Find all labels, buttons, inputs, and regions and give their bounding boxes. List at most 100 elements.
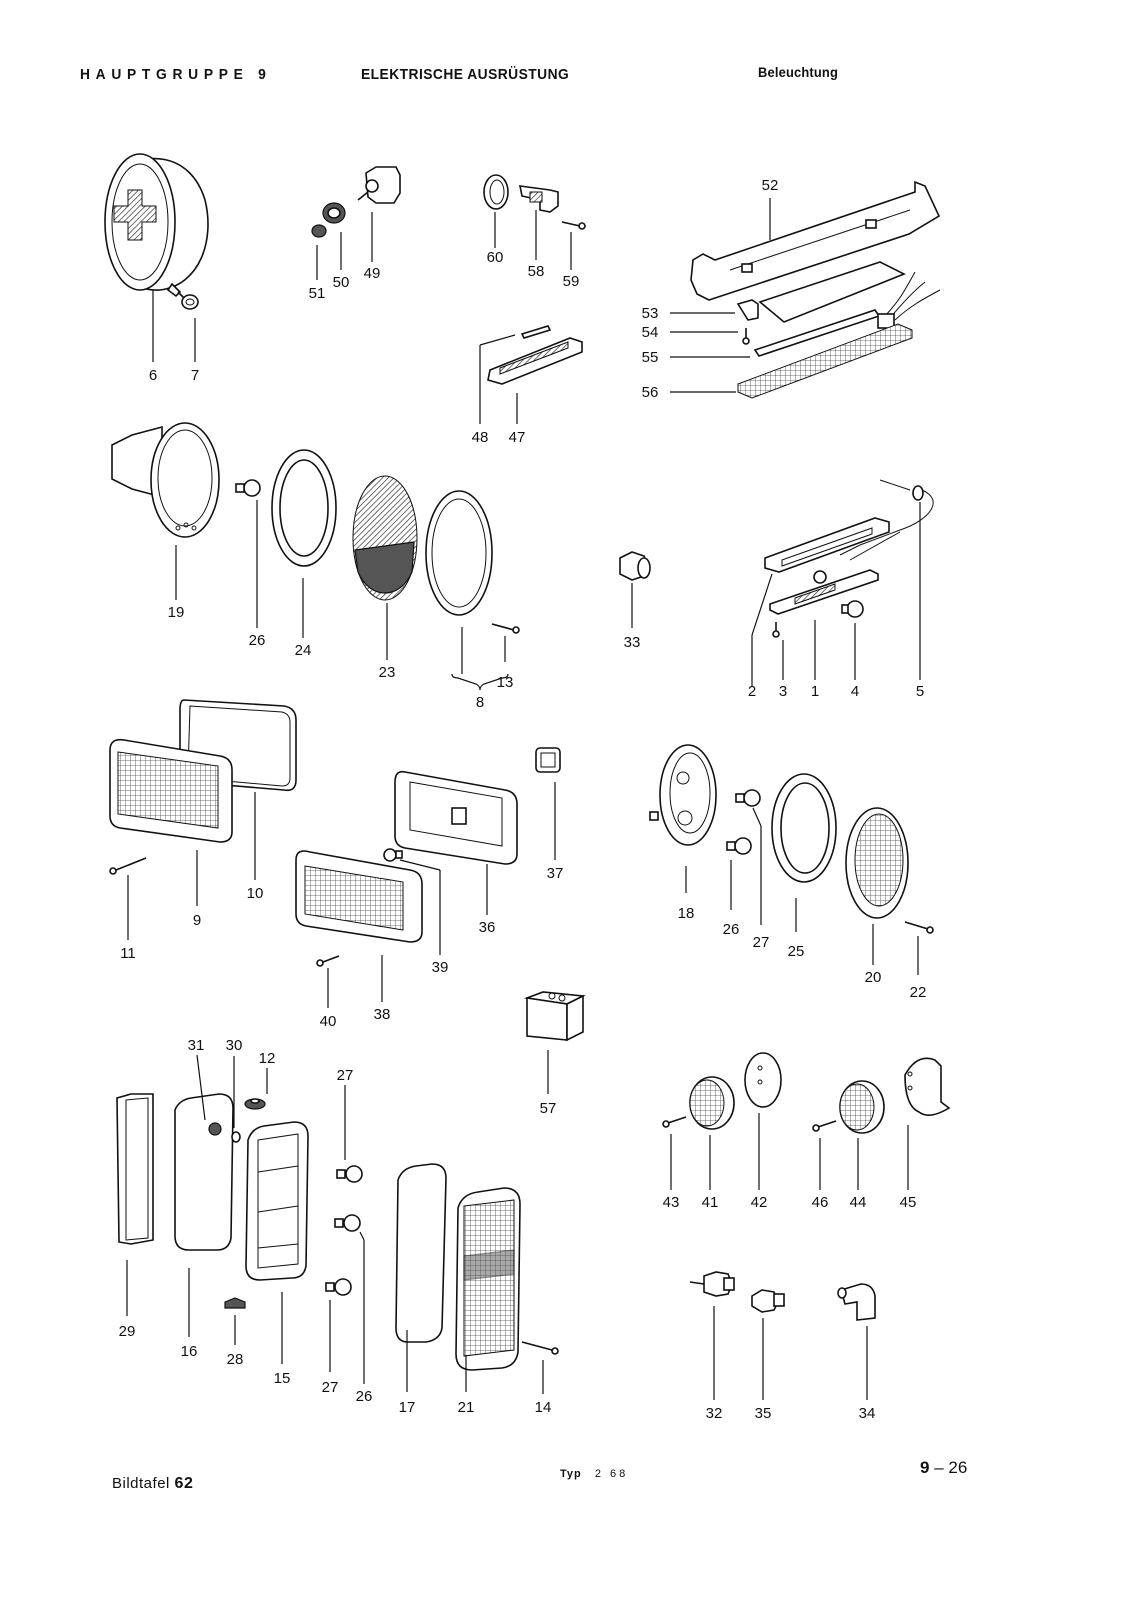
part-18-housing bbox=[649, 744, 717, 846]
label-24: 24 bbox=[295, 642, 312, 659]
label-40: 40 bbox=[320, 1013, 337, 1030]
label-25: 25 bbox=[788, 943, 805, 960]
part-19-housing bbox=[111, 422, 220, 538]
type-label-text: Typ bbox=[560, 1468, 582, 1480]
part-20-lens bbox=[845, 807, 909, 919]
part-40-screw bbox=[316, 955, 340, 967]
part-26-bulb bbox=[235, 479, 261, 497]
label-27-a: 27 bbox=[753, 934, 770, 951]
part-42-base bbox=[744, 1052, 782, 1108]
label-20: 20 bbox=[865, 969, 882, 986]
label-34: 34 bbox=[859, 1405, 876, 1422]
label-36: 36 bbox=[479, 919, 496, 936]
part-44-reflector bbox=[839, 1080, 885, 1134]
label-6: 6 bbox=[149, 367, 157, 384]
label-37: 37 bbox=[547, 865, 564, 882]
label-31: 31 bbox=[188, 1037, 205, 1054]
type-label: Typ 2 68 bbox=[560, 1468, 628, 1480]
part-11-screw bbox=[109, 857, 147, 875]
label-57: 57 bbox=[540, 1100, 557, 1117]
label-45: 45 bbox=[900, 1194, 917, 1211]
part-17-gasket bbox=[395, 1163, 447, 1343]
part-49-switch bbox=[357, 166, 401, 204]
part-53-bracket bbox=[736, 299, 759, 321]
label-43: 43 bbox=[663, 1194, 680, 1211]
part-8-ring bbox=[425, 490, 493, 616]
part-32-sender bbox=[689, 1271, 735, 1297]
part-35-oil-pressure-switch bbox=[751, 1289, 785, 1313]
page-number: 9 – 26 bbox=[920, 1458, 967, 1478]
label-46: 46 bbox=[812, 1194, 829, 1211]
part-30-washer bbox=[231, 1131, 241, 1143]
part-22-screw bbox=[904, 921, 934, 934]
part-15-housing bbox=[245, 1121, 309, 1281]
label-3: 3 bbox=[779, 683, 787, 700]
part-6-headlamp bbox=[104, 153, 209, 299]
label-58: 58 bbox=[528, 263, 545, 280]
plate-label-text: Bildtafel bbox=[112, 1475, 170, 1492]
label-1: 1 bbox=[811, 683, 819, 700]
label-12: 12 bbox=[259, 1050, 276, 1067]
label-38: 38 bbox=[374, 1006, 391, 1023]
label-19: 19 bbox=[168, 604, 185, 621]
label-52: 52 bbox=[762, 177, 779, 194]
part-27-bulb-c bbox=[325, 1278, 352, 1296]
label-9: 9 bbox=[193, 912, 201, 929]
label-23: 23 bbox=[379, 664, 396, 681]
part-46-screw bbox=[812, 1120, 837, 1132]
part-3-screw bbox=[772, 622, 780, 638]
label-48: 48 bbox=[472, 429, 489, 446]
label-13: 13 bbox=[497, 674, 514, 691]
label-26-b: 26 bbox=[723, 921, 740, 938]
label-56: 56 bbox=[642, 384, 659, 401]
label-51: 51 bbox=[309, 285, 326, 302]
label-41: 41 bbox=[702, 1194, 719, 1211]
part-12-grommet bbox=[244, 1098, 266, 1110]
label-54: 54 bbox=[642, 324, 659, 341]
label-16: 16 bbox=[181, 1343, 198, 1360]
part-52-housing bbox=[690, 180, 941, 301]
label-5: 5 bbox=[916, 683, 924, 700]
part-21-lens bbox=[455, 1187, 521, 1371]
part-34-connector-cap bbox=[837, 1283, 876, 1321]
label-49: 49 bbox=[364, 265, 381, 282]
page-group: 9 bbox=[920, 1458, 930, 1477]
part-58-door-contact-switch bbox=[518, 185, 559, 213]
part-5-grommet-cable bbox=[839, 479, 934, 561]
part-27-bulb-b bbox=[336, 1165, 363, 1183]
part-2-seal bbox=[764, 517, 890, 573]
part-28-nut bbox=[224, 1297, 246, 1309]
label-18: 18 bbox=[678, 905, 695, 922]
label-4: 4 bbox=[851, 683, 859, 700]
part-38-lens bbox=[295, 850, 423, 943]
label-60: 60 bbox=[487, 249, 504, 266]
part-25-gasket bbox=[771, 773, 837, 883]
label-47: 47 bbox=[509, 429, 526, 446]
part-41-reflector bbox=[689, 1076, 735, 1130]
part-13-screw bbox=[491, 623, 520, 634]
part-57-relay bbox=[523, 991, 586, 1042]
part-37-grommet bbox=[535, 747, 561, 773]
part-56-lens bbox=[737, 323, 913, 399]
red-cross-icon bbox=[113, 189, 157, 241]
part-54-screw bbox=[742, 328, 750, 345]
label-27-b: 27 bbox=[337, 1067, 354, 1084]
assembly-bracket-icon bbox=[451, 673, 509, 691]
type-value: 2 68 bbox=[594, 1468, 629, 1480]
label-26-c: 26 bbox=[356, 1388, 373, 1405]
label-26: 26 bbox=[249, 632, 266, 649]
label-21: 21 bbox=[458, 1399, 475, 1416]
part-7-nut bbox=[181, 294, 199, 310]
part-43-screw bbox=[662, 1116, 687, 1128]
plate-number: 62 bbox=[174, 1475, 194, 1492]
label-39: 39 bbox=[432, 959, 449, 976]
part-39-bulb bbox=[383, 848, 403, 862]
label-55: 55 bbox=[642, 349, 659, 366]
label-8: 8 bbox=[476, 694, 484, 711]
label-32: 32 bbox=[706, 1405, 723, 1422]
part-48-festoon-bulb bbox=[520, 325, 552, 339]
part-1-lamp bbox=[769, 569, 879, 615]
part-36-housing bbox=[394, 770, 518, 865]
part-59-screw bbox=[561, 221, 586, 230]
